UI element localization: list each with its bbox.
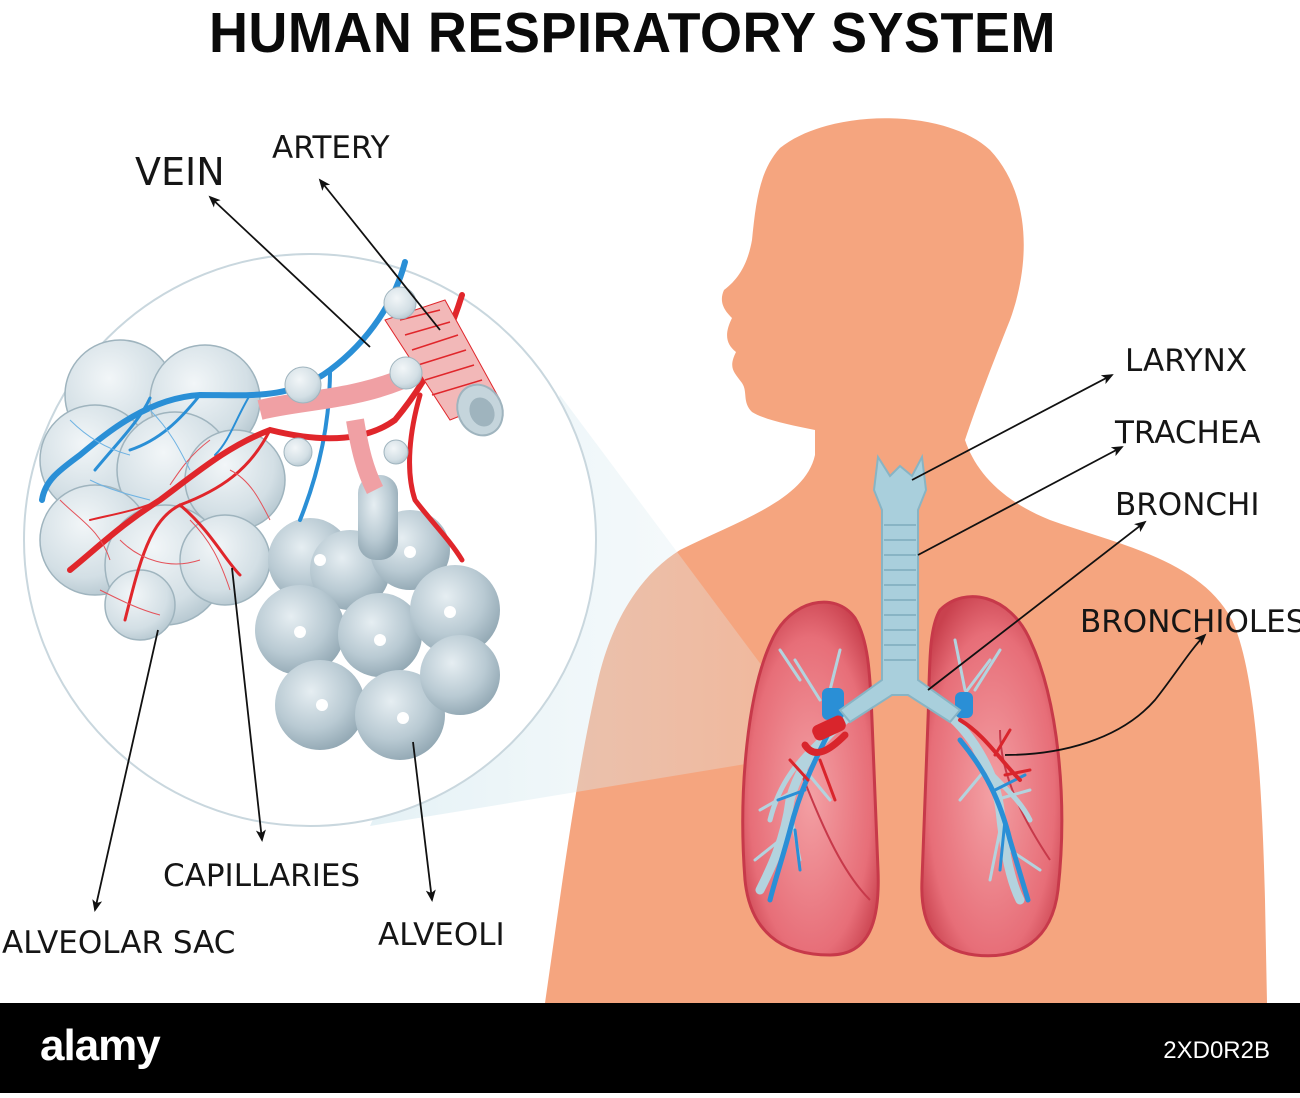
artery-vessel [67, 292, 465, 622]
label-trachea: TRACHEA [1115, 415, 1261, 451]
bronchioles-arrow [1004, 633, 1207, 756]
bronchi-arrow [927, 520, 1147, 691]
watermark-image-id: 2XD0R2B [1163, 1037, 1270, 1064]
alveolar-sac-arrow [92, 629, 159, 912]
label-artery: ARTERY [272, 130, 390, 166]
trachea [838, 453, 962, 724]
leader-lines [92, 178, 1207, 912]
vein-vessel [39, 259, 408, 522]
lungs [741, 453, 1064, 958]
alveoli-cluster [255, 475, 500, 760]
label-larynx: LARYNX [1125, 343, 1248, 379]
alveolar-sac-cluster [39, 339, 286, 641]
watermark-bar: alamy 2XD0R2B [0, 1003, 1300, 1093]
artery-arrow [318, 178, 441, 331]
larynx-arrow [911, 374, 1114, 481]
label-capillaries: CAPILLARIES [163, 858, 361, 894]
label-alveoli: ALVEOLI [378, 917, 505, 953]
watermark-logo: alamy [40, 1021, 161, 1070]
lung-vessels [767, 718, 1032, 903]
label-vein: VEIN [135, 150, 225, 194]
page-title: HUMAN RESPIRATORY SYSTEM [208, 1, 1057, 65]
trachea-arrow [917, 446, 1124, 556]
vein-arrow [208, 195, 371, 348]
label-bronchioles: BRONCHIOLES [1080, 604, 1300, 640]
capillary-network [59, 439, 271, 616]
alveoli-arrow [412, 741, 436, 902]
label-bronchi: BRONCHI [1115, 487, 1260, 523]
capillaries-arrow [231, 567, 266, 842]
bronchiole-tube [257, 286, 504, 495]
label-alveolar-sac: ALVEOLAR SAC [2, 925, 236, 961]
